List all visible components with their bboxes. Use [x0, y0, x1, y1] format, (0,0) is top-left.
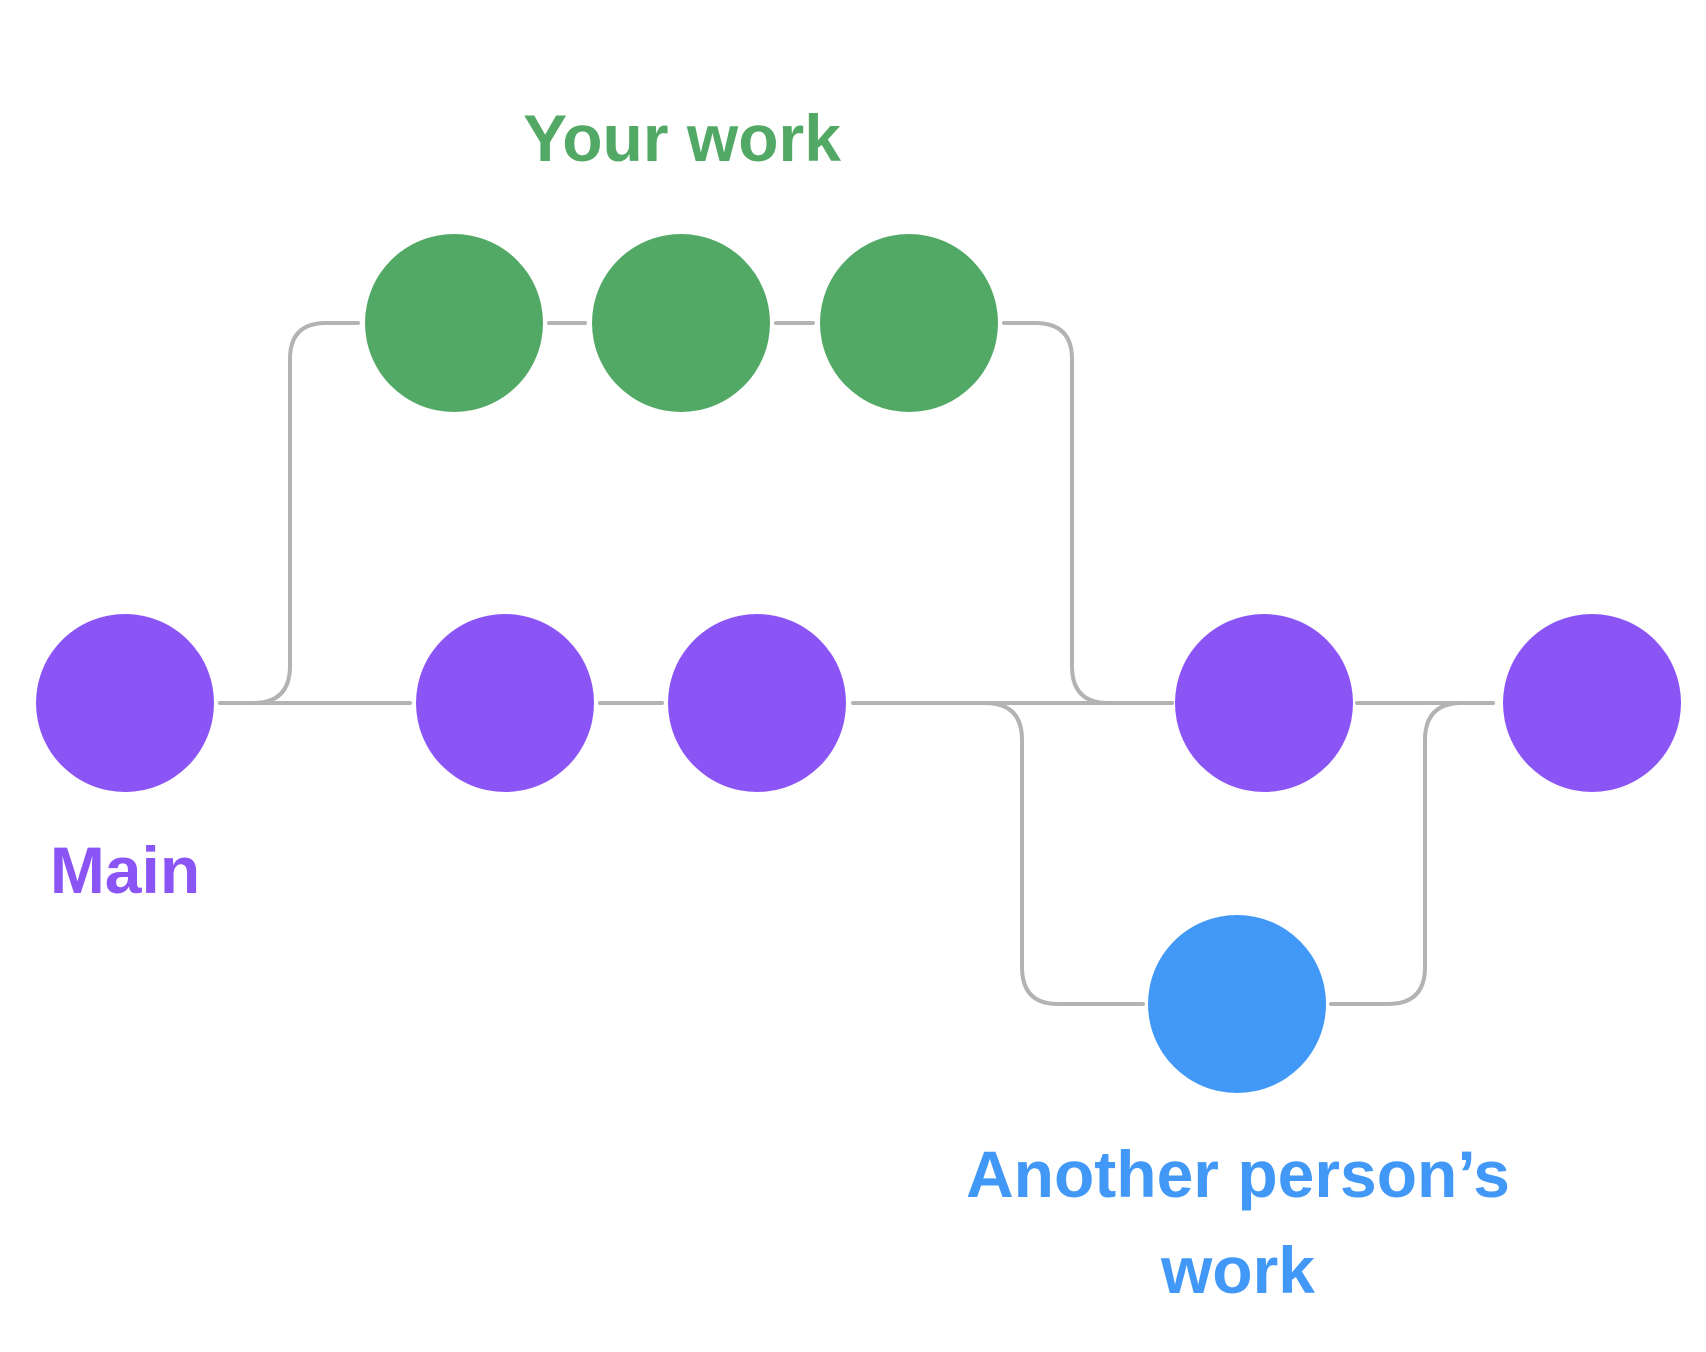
label-your-work: Your work [523, 101, 841, 175]
commit-main-3[interactable] [668, 614, 846, 792]
connector-lines [218, 321, 1495, 1006]
main-branch-commits [36, 614, 1681, 792]
commit-main-4[interactable] [1175, 614, 1353, 792]
commit-your-work-1[interactable] [365, 234, 543, 412]
connector-branch-your-work-merge [1002, 321, 1174, 705]
label-another-line1: Another person’s [966, 1137, 1510, 1211]
connector-branch-another-out [983, 701, 1145, 1006]
commit-main-5[interactable] [1503, 614, 1681, 792]
label-main: Main [50, 833, 200, 907]
label-another-line2: work [1160, 1233, 1315, 1307]
your-work-branch-commits [365, 234, 998, 412]
commit-main-1[interactable] [36, 614, 214, 792]
commit-your-work-3[interactable] [820, 234, 998, 412]
another-branch-commits [1148, 915, 1326, 1093]
commit-main-2[interactable] [416, 614, 594, 792]
commit-another-1[interactable] [1148, 915, 1326, 1093]
connector-branch-another-merge [1329, 701, 1495, 1006]
commit-your-work-2[interactable] [592, 234, 770, 412]
connector-branch-your-work-out [218, 321, 360, 705]
